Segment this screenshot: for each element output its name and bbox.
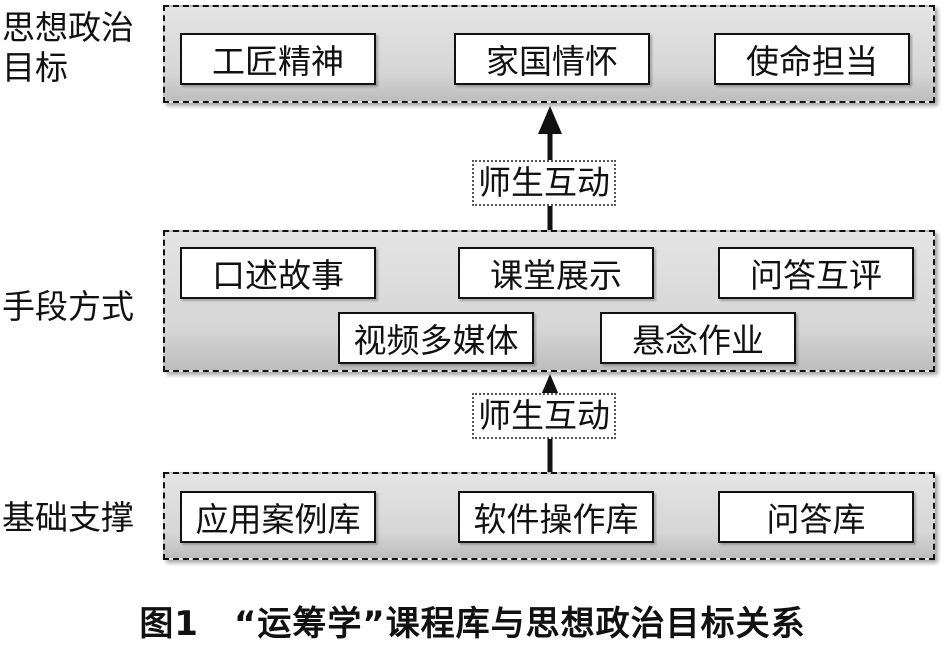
goals-layer-label: 思想政治目标: [2, 8, 134, 87]
figure-caption: 图1 “运筹学”课程库与思想政治目标关系: [139, 604, 806, 644]
foundation-box-case-library: 应用案例库: [180, 491, 376, 543]
method-box-storytelling: 口述故事: [180, 247, 376, 299]
method-box-video-multimedia: 视频多媒体: [338, 312, 534, 364]
interaction-label-upper: 师生互动: [472, 160, 616, 206]
method-box-qa-review: 问答互评: [718, 247, 914, 299]
goal-box-patriotism: 家国情怀: [454, 33, 650, 85]
method-box-suspense-homework: 悬念作业: [600, 312, 796, 364]
goal-box-craftsmanship: 工匠精神: [180, 33, 376, 85]
foundation-box-software-library: 软件操作库: [458, 491, 654, 543]
interaction-label-lower: 师生互动: [472, 393, 616, 439]
method-box-class-presentation: 课堂展示: [458, 247, 654, 299]
upper-arrow-head: [538, 106, 562, 134]
foundation-box-qa-library: 问答库: [718, 491, 914, 543]
goal-box-mission: 使命担当: [714, 33, 910, 85]
foundation-layer-label: 基础支撑: [2, 498, 134, 537]
methods-layer-label: 手段方式: [2, 287, 134, 326]
